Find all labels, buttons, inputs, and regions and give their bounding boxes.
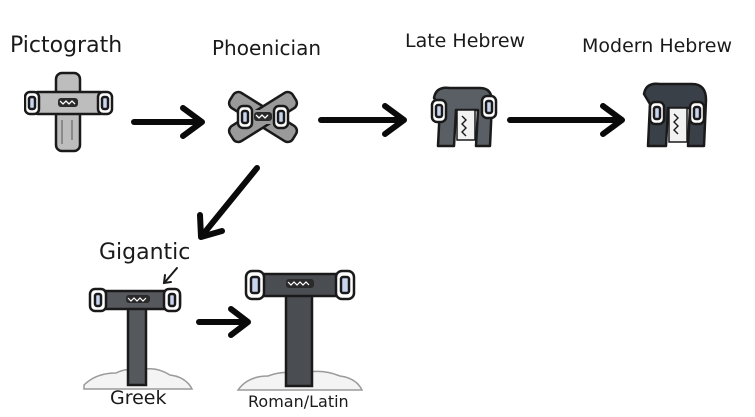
late-hebrew-character: [430, 86, 498, 148]
arrow-phoenician-to-greek: [197, 165, 260, 240]
late-hebrew-eye-left: [430, 98, 448, 124]
label-pictograph: Pictograth: [10, 33, 123, 58]
phoenician-eye-right: [272, 104, 290, 130]
phoenician-eye-left: [236, 104, 254, 130]
pointer-gigantic: [162, 267, 178, 285]
greek-mouth: [126, 295, 150, 303]
label-phoenician: Phoenician: [212, 36, 321, 60]
label-greek: Greek: [110, 387, 167, 409]
greek-character: [83, 287, 194, 390]
greek-eye-right: [162, 287, 182, 313]
pictograph-eye-right: [96, 90, 114, 116]
modern-hebrew-character: [642, 82, 708, 148]
late-hebrew-eye-right: [480, 94, 498, 120]
pictograph-character: [24, 71, 114, 153]
label-gigantic: Gigantic: [99, 240, 191, 265]
phoenician-character: [227, 90, 299, 144]
greek-eye-left: [88, 287, 108, 313]
arrow-phoenician-to-late-hebrew: [318, 103, 407, 137]
latin-eye-left: [244, 269, 266, 301]
latin-character: [236, 269, 364, 391]
label-late-hebrew: Late Hebrew: [405, 30, 526, 52]
modern-hebrew-eye-left: [648, 100, 666, 126]
pictograph-eye-left: [24, 90, 41, 116]
modern-hebrew-eye-right: [688, 100, 706, 126]
latin-mouth: [286, 279, 314, 288]
phoenician-mouth: [254, 112, 272, 121]
label-modern-hebrew: Modern Hebrew: [582, 35, 732, 57]
label-roman-latin: Roman/Latin: [248, 392, 349, 411]
pictograph-mouth: [58, 98, 78, 107]
arrow-pictograph-to-phoenician: [131, 105, 205, 139]
arrow-greek-to-latin: [196, 306, 251, 338]
latin-eye-right: [334, 269, 356, 301]
arrow-late-hebrew-to-modern-hebrew: [507, 103, 625, 137]
